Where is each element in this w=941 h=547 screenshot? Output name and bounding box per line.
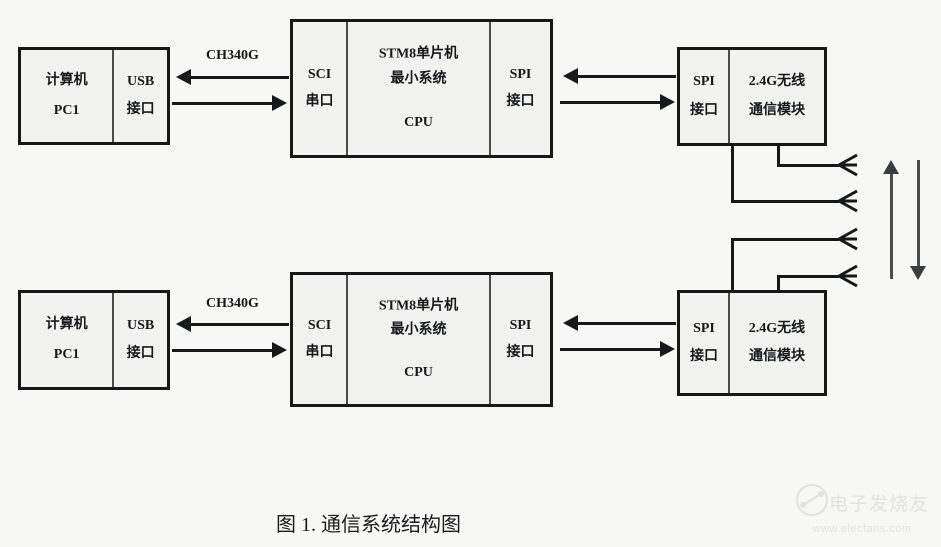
sci-cell-bottom: SCI 串口 <box>293 275 346 404</box>
usb-port-cell-bottom: USB 接口 <box>112 293 167 387</box>
rf-radio-label-line2: 通信模块 <box>749 349 805 364</box>
usb-label-line2: 接口 <box>126 102 155 117</box>
sci-cell-top: SCI 串口 <box>293 22 346 155</box>
mcu-rf-tx-arrowhead-bottom <box>660 341 675 357</box>
mcu-block-bottom: SCI 串口 STM8单片机 最小系统 CPU SPI 接口 <box>290 272 553 407</box>
arrow-down-icon <box>910 266 926 280</box>
pc-mcu-tx-line-top <box>172 102 272 105</box>
mcu-rf-rx-arrowhead-bottom <box>563 315 578 331</box>
antenna-feed-b-horizontal-top <box>731 200 839 203</box>
rf-spi-cell-top: SPI 接口 <box>680 50 728 143</box>
rf-block-bottom: SPI 接口 2.4G无线 通信模块 <box>677 290 827 396</box>
mcu-rf-tx-line-bottom <box>560 348 660 351</box>
rf-block-top: SPI 接口 2.4G无线 通信模块 <box>677 47 827 146</box>
rf-radio-label-line1: 2.4G无线 <box>748 320 806 336</box>
antenna-feed-b-vertical-bottom <box>777 275 780 293</box>
watermark-url: www.elecfans.com <box>812 523 912 535</box>
watermark-row: 电子发烧友 <box>795 483 929 522</box>
site-watermark: 电子发烧友 www.elecfans.com <box>795 483 929 535</box>
usb-label-line1: USB <box>126 317 155 333</box>
usb-port-cell-top: USB 接口 <box>112 50 167 142</box>
computer-label-line1: 计算机 <box>45 72 88 88</box>
pc-mcu-rx-line-bottom <box>191 323 289 326</box>
antenna-feed-a-horizontal-bottom <box>731 238 839 241</box>
pc-mcu-rx-arrowhead-bottom <box>176 316 191 332</box>
rf-spi-cell-bottom: SPI 接口 <box>680 293 728 393</box>
cpu-cell-bottom: STM8单片机 最小系统 CPU <box>346 275 489 404</box>
antenna-icon-top-b <box>838 188 858 214</box>
mcu-spi-label-line1: SPI <box>509 318 532 334</box>
usb-label-line2: 接口 <box>126 346 155 361</box>
ch340g-link-label-bottom: CH340G <box>206 296 259 311</box>
downlink-arrow-shaft <box>917 160 920 266</box>
sci-label-line2: 串口 <box>305 93 334 109</box>
computer-cell-top: 计算机 PC1 <box>21 50 113 142</box>
rf-spi-label-line1: SPI <box>693 74 715 90</box>
figure-caption: 图 1. 通信系统结构图 <box>276 514 461 536</box>
watermark-text: 电子发烧友 <box>829 494 930 515</box>
mcu-spi-cell-top: SPI 接口 <box>489 22 550 155</box>
computer-label-line2: PC1 <box>53 347 80 362</box>
rf-spi-label-line2: 接口 <box>690 102 718 118</box>
rf-radio-cell-top: 2.4G无线 通信模块 <box>728 50 824 143</box>
mcu-block-top: SCI 串口 STM8单片机 最小系统 CPU SPI 接口 <box>290 19 553 158</box>
mcu-spi-label-line1: SPI <box>509 67 532 83</box>
uplink-arrow-shaft <box>890 173 893 279</box>
sci-label-line1: SCI <box>307 67 332 83</box>
pc-mcu-rx-arrowhead-top <box>176 69 191 85</box>
mcu-rf-tx-line-top <box>560 101 660 104</box>
rf-spi-label-line2: 接口 <box>690 349 718 364</box>
cpu-label-line1: STM8单片机 <box>378 298 459 314</box>
rf-radio-cell-bottom: 2.4G无线 通信模块 <box>728 293 824 393</box>
mcu-rf-rx-line-bottom <box>578 322 676 325</box>
cpu-label-line2: 最小系统 <box>390 71 447 87</box>
cpu-label-line1: STM8单片机 <box>378 46 459 62</box>
pc-mcu-tx-arrowhead-top <box>272 95 287 111</box>
rf-radio-label-line1: 2.4G无线 <box>748 74 806 90</box>
mcu-spi-label-line2: 接口 <box>506 93 535 109</box>
pc-block-bottom: 计算机 PC1 USB 接口 <box>18 290 170 390</box>
computer-cell-bottom: 计算机 PC1 <box>21 293 113 387</box>
rf-spi-label-line1: SPI <box>693 320 715 336</box>
antenna-feed-b-vertical-top <box>731 146 734 203</box>
pc-mcu-tx-line-bottom <box>172 349 272 352</box>
mcu-rf-tx-arrowhead-top <box>660 94 675 110</box>
pc-mcu-tx-arrowhead-bottom <box>272 342 287 358</box>
sci-label-line2: 串口 <box>305 344 334 360</box>
mcu-rf-rx-arrowhead-top <box>563 68 578 84</box>
cpu-title-group-top: STM8单片机 最小系统 <box>348 41 489 94</box>
watermark-logo-icon <box>795 483 829 522</box>
cpu-label-line2: 最小系统 <box>390 322 447 338</box>
mcu-spi-label-line2: 接口 <box>506 344 535 360</box>
cpu-foot-group-top: CPU <box>348 113 489 133</box>
antenna-feed-b-horizontal-bottom <box>777 275 839 278</box>
usb-label-line1: USB <box>126 73 155 89</box>
antenna-feed-a-vertical-bottom <box>731 238 734 292</box>
cpu-cell-top: STM8单片机 最小系统 CPU <box>346 22 489 155</box>
computer-label-line2: PC1 <box>53 103 80 118</box>
mcu-rf-rx-line-top <box>578 75 676 78</box>
antenna-feed-a-horizontal-top <box>777 164 839 167</box>
mcu-spi-cell-bottom: SPI 接口 <box>489 275 550 404</box>
rf-radio-label-line2: 通信模块 <box>749 102 805 118</box>
antenna-icon-bottom-a <box>838 226 858 252</box>
cpu-title-group-bottom: STM8单片机 最小系统 <box>348 293 489 346</box>
cpu-label-line3: CPU <box>404 364 433 380</box>
antenna-icon-bottom-b <box>838 263 858 289</box>
antenna-icon-top-a <box>838 152 858 178</box>
cpu-foot-group-bottom: CPU <box>348 363 489 383</box>
antenna-feed-a-vertical-top <box>777 146 780 167</box>
arrow-up-icon <box>883 160 899 174</box>
cpu-label-line3: CPU <box>404 114 433 130</box>
ch340g-link-label-top: CH340G <box>206 48 259 63</box>
pc-mcu-rx-line-top <box>191 76 289 79</box>
pc-block-top: 计算机 PC1 USB 接口 <box>18 47 170 145</box>
sci-label-line1: SCI <box>307 318 332 334</box>
computer-label-line1: 计算机 <box>45 316 88 332</box>
